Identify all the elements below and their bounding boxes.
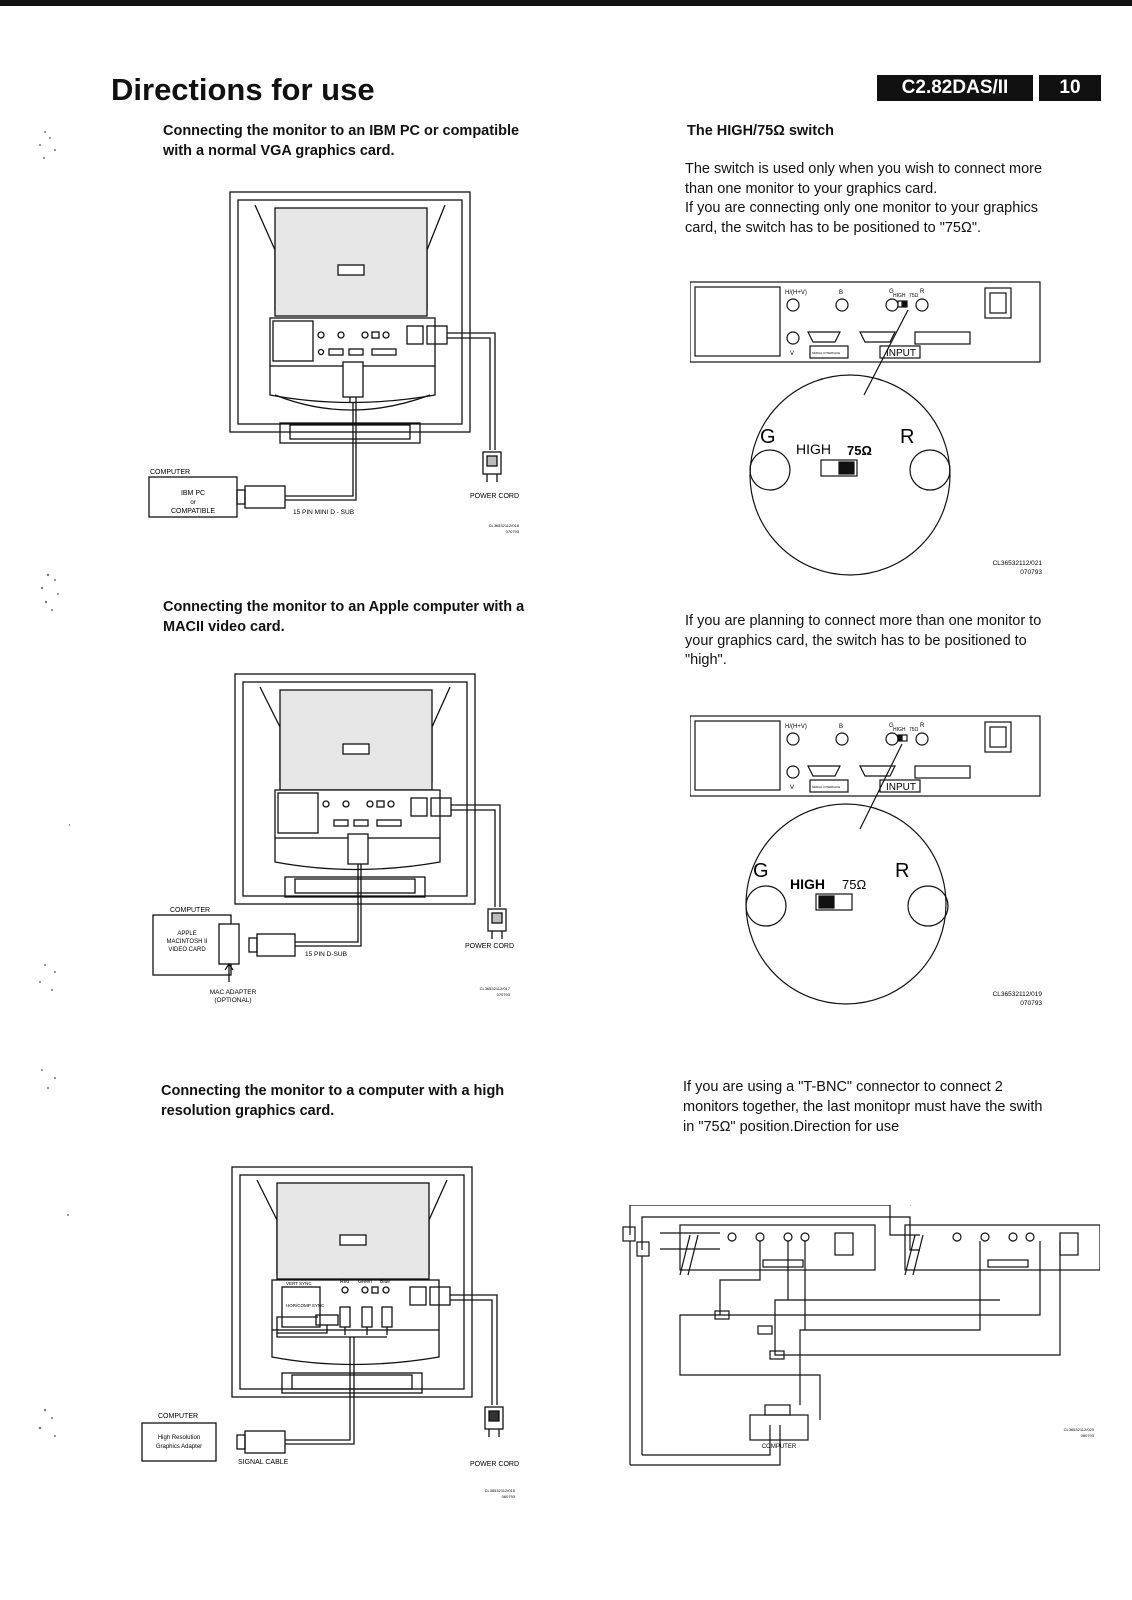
switch-a-zoom-g: G <box>760 426 776 448</box>
switch-a-code-2: 070793 <box>1020 569 1042 576</box>
ibm-heading-line1: Connecting the monitor to an IBM PC or c… <box>163 123 520 139</box>
switch-a-serial: SERIAL INTERFACE <box>812 351 840 355</box>
apple-label-device2: MACINTOSH II <box>167 939 208 945</box>
model-badge: C2.82DAS/II <box>877 75 1033 101</box>
switch-b-code-2: 070793 <box>1020 1000 1042 1007</box>
switch-b-v: V <box>790 785 794 791</box>
switch-para1-line4: card, the switch has to be positioned to… <box>685 220 981 236</box>
switch-a-input: INPUT <box>886 348 916 359</box>
ibm-label-device2: or <box>190 500 195 506</box>
hires-label-device2: Graphics Adapter <box>156 1444 202 1450</box>
hires-connection-diagram: VERT SYNC HOR/COMP SYNC Red Green Blue C… <box>141 1166 519 1499</box>
switch-para3-line1: If you are using a "T-BNC" connector to … <box>683 1079 1003 1095</box>
ibm-code-2: 070793 <box>506 529 520 534</box>
switch-heading: The HIGH/75Ω switch <box>687 123 834 139</box>
switch-a-v: V <box>790 351 794 357</box>
switch-a-r: R <box>920 289 925 295</box>
ibm-label-device1: IBM PC <box>181 490 205 497</box>
switch-a-hv: H/(H+V) <box>785 290 807 296</box>
apple-label-cable: 15 PIN D-SUB <box>305 951 347 958</box>
hires-label-red: Red <box>340 1279 349 1285</box>
switch-b-zoom-g: G <box>753 860 769 882</box>
switch-para1-line1: The switch is used only when you wish to… <box>685 161 1043 177</box>
switch-para1-line2: than one monitor to your graphics card. <box>685 181 938 197</box>
switch-a-zoom-75: 75Ω <box>847 443 872 458</box>
switch-b-zoom-high: HIGH <box>790 876 825 892</box>
switch-b-zoom-75: 75Ω <box>842 877 866 892</box>
apple-label-adapter2: (OPTIONAL) <box>214 997 251 1004</box>
tbnc-two-monitor-diagram: COMPUTER CL36532112/020 060793 <box>622 1205 1100 1466</box>
ibm-label-device3: COMPATIBLE <box>171 508 215 515</box>
switch-b-r: R <box>920 723 925 729</box>
switch-para3-line2: monitors together, the last monitopr mus… <box>683 1099 1043 1115</box>
hires-heading-line2: resolution graphics card. <box>161 1103 335 1119</box>
apple-label-power: POWER CORD <box>465 943 514 950</box>
apple-heading-line1: Connecting the monitor to an Apple compu… <box>163 599 525 615</box>
switch-b-serial: SERIAL INTERFACE <box>812 785 840 789</box>
hires-label-power: POWER CORD <box>470 1461 519 1468</box>
ibm-heading-line2: with a normal VGA graphics card. <box>163 143 395 159</box>
apple-label-device3: VIDEO CARD <box>168 947 206 953</box>
switch-b-g: G <box>889 723 894 729</box>
switch-a-high: HIGH <box>893 293 906 299</box>
apple-label-device1: APPLE <box>177 931 196 937</box>
hires-label-cable: SIGNAL CABLE <box>238 1459 289 1466</box>
switch-75ohm-diagram: H/(H+V) B G HIGH 75Ω R V SERIAL INTERFAC… <box>690 281 1043 576</box>
switch-b-b: B <box>839 724 843 730</box>
switch-a-g: G <box>889 289 894 295</box>
switch-b-75: 75Ω <box>909 727 919 733</box>
tbnc-code-2: 060793 <box>1081 1433 1095 1438</box>
apple-heading-line2: MACII video card. <box>163 619 285 635</box>
switch-high-diagram: H/(H+V) B G HIGH 75Ω R V SERIAL INTERFAC… <box>690 715 1043 1007</box>
switch-para2-line2: your graphics card, the switch has to be… <box>685 633 1027 649</box>
apple-code-1: CL36532112/017 <box>480 986 511 991</box>
hires-label-computer: COMPUTER <box>158 1413 198 1420</box>
switch-para2-line3: "high". <box>685 652 727 668</box>
hires-label-blue: Blue <box>380 1279 390 1285</box>
ibm-connection-diagram: COMPUTER IBM PC or COMPATIBLE 15 PIN MIN… <box>148 191 520 534</box>
hires-heading-line1: Connecting the monitor to a computer wit… <box>161 1083 505 1099</box>
top-border-line <box>0 0 1132 6</box>
ibm-label-power: POWER CORD <box>470 493 519 500</box>
switch-para1-line3: If you are connecting only one monitor t… <box>685 200 1039 216</box>
switch-a-zoom-high: HIGH <box>796 441 831 457</box>
switch-para3-line3: in "75Ω" position.Direction for use <box>683 1119 900 1135</box>
tbnc-label-computer: COMPUTER <box>762 1444 797 1450</box>
tbnc-code-1: CL36532112/020 <box>1064 1427 1095 1432</box>
page-title: Directions for use <box>111 72 375 107</box>
switch-b-code-1: CL36532112/019 <box>993 991 1043 998</box>
hires-code-2: 060793 <box>502 1494 516 1499</box>
ibm-label-computer: COMPUTER <box>150 469 190 476</box>
switch-b-zoom-r: R <box>895 860 909 882</box>
apple-label-computer: COMPUTER <box>170 907 210 914</box>
hires-label-hor: HOR/COMP SYNC <box>286 1303 325 1308</box>
hires-label-vert: VERT SYNC <box>286 1281 312 1286</box>
apple-connection-diagram: COMPUTER APPLE MACINTOSH II VIDEO CARD 1… <box>152 673 514 1004</box>
ibm-label-cable: 15 PIN MINI D - SUB <box>293 509 354 516</box>
switch-b-hv: H/(H+V) <box>785 724 807 730</box>
hires-code-1: CL36532112/015 <box>485 1488 516 1493</box>
apple-code-2: 070793 <box>497 992 511 997</box>
switch-b-high: HIGH <box>893 727 906 733</box>
hires-label-device1: High Resolution <box>158 1435 200 1441</box>
page-number-badge: 10 <box>1039 75 1101 101</box>
switch-para2-line1: If you are planning to connect more than… <box>685 613 1042 629</box>
hires-label-green: Green <box>358 1279 372 1285</box>
switch-a-zoom-r: R <box>900 426 914 448</box>
switch-b-input: INPUT <box>886 782 916 793</box>
scan-artifacts <box>38 131 70 1437</box>
apple-label-adapter1: MAC ADAPTER <box>210 989 257 996</box>
ibm-code-1: CL36532112/018 <box>489 523 520 528</box>
switch-a-75: 75Ω <box>909 293 919 299</box>
switch-a-b: B <box>839 290 843 296</box>
switch-a-code-1: CL36532112/021 <box>993 560 1043 567</box>
